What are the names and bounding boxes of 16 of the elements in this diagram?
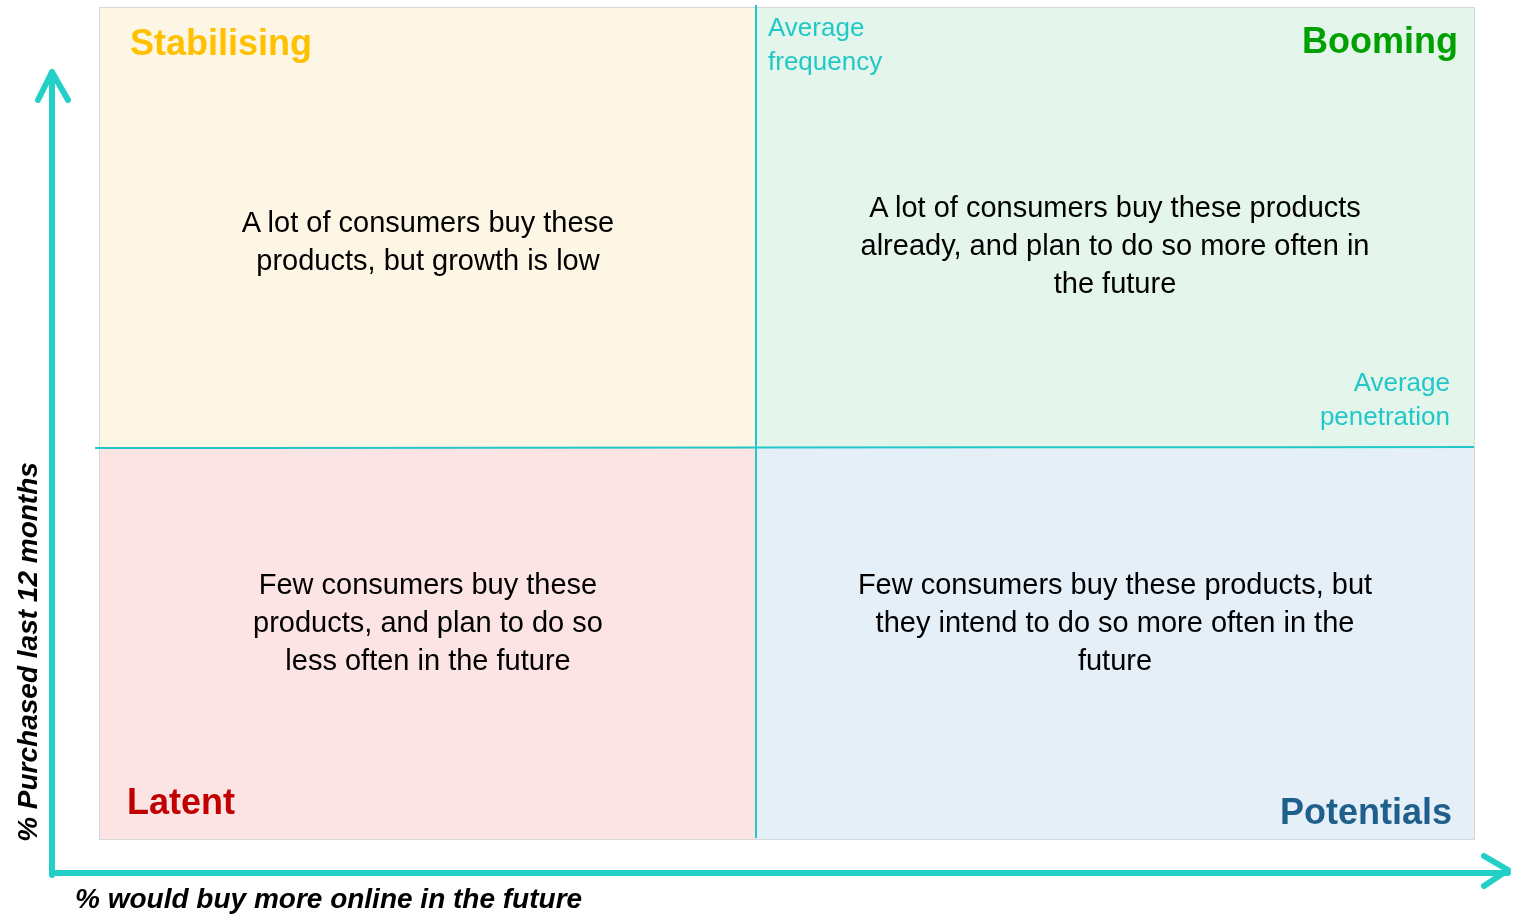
axis-title: % would buy more online in the future bbox=[75, 883, 583, 915]
quadrant-panel bbox=[100, 8, 756, 448]
quadrant-title: Latent bbox=[127, 781, 235, 823]
reference-label: Average frequency bbox=[768, 11, 884, 78]
quadrant-title: Potentials bbox=[1279, 791, 1452, 833]
quadrant-panel bbox=[756, 8, 1474, 448]
quadrant-description: Few consumers buy these products, and plan to do so less often in the future bbox=[252, 567, 604, 678]
quadrant-title: Stabilising bbox=[130, 22, 313, 64]
quadrant-panel bbox=[100, 448, 756, 839]
quadrant-description: A lot of consumers buy these products, but growth is low bbox=[240, 205, 616, 278]
quadrant-title: Booming bbox=[1302, 20, 1458, 62]
reference-label: Average penetration bbox=[1318, 366, 1450, 433]
quadrant-description: Few consumers buy these products, but they intend to do so more often in the future bbox=[856, 567, 1374, 678]
axis-title: % Purchased last 12 months bbox=[12, 461, 44, 844]
quadrant-description: A lot of consumers buy these products already, and plan to do so more often in the future bbox=[860, 190, 1370, 301]
quadrant-panel bbox=[756, 448, 1474, 839]
